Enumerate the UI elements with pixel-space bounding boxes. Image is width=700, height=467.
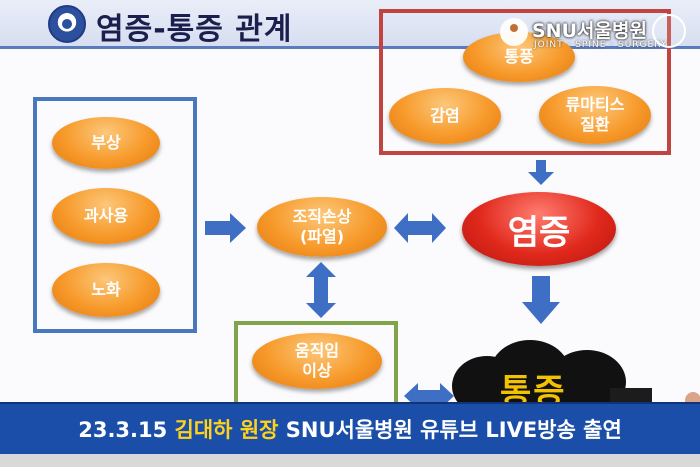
arrow-conditions-to-inflammation xyxy=(528,160,554,185)
arrow-inflammation-to-pain xyxy=(522,276,560,324)
condition-infection-oval: 감염 xyxy=(389,88,501,144)
caption-date: 23.3.15 xyxy=(78,418,175,442)
video-overlay-block xyxy=(610,388,652,404)
university-seal-icon xyxy=(652,14,686,48)
slide-header xyxy=(0,0,700,46)
arrow-tissue-movement xyxy=(306,262,336,318)
header-divider xyxy=(0,46,700,49)
hospital-logo-icon xyxy=(500,18,528,46)
tissue-damage-oval: 조직손상 (파열) xyxy=(257,197,387,257)
conditions-frame xyxy=(379,9,671,155)
bottom-strip xyxy=(0,454,700,467)
caption-text: 23.3.15 김대하 원장 SNU서울병원 유튜브 LIVE방송 출연 xyxy=(0,404,700,456)
caption-doctor: 김대하 원장 xyxy=(174,418,279,442)
cause-overuse-oval: 과사용 xyxy=(52,188,160,244)
hospital-watermark: SNU서울병원 JOINT · SPINE · SURGERY xyxy=(500,14,700,58)
movement-abnormality-oval: 움직임 이상 xyxy=(252,333,382,389)
condition-rheumatic-oval: 류마티스 질환 xyxy=(539,86,651,144)
arrow-causes-to-tissue xyxy=(205,213,246,243)
caption-banner: 23.3.15 김대하 원장 SNU서울병원 유튜브 LIVE방송 출연 xyxy=(0,402,700,454)
causes-frame xyxy=(33,97,197,333)
arrow-tissue-inflammation xyxy=(394,213,446,243)
cause-aging-oval: 노화 xyxy=(52,263,160,317)
cause-injury-oval: 부상 xyxy=(52,117,160,169)
caption-event: SNU서울병원 유튜브 LIVE방송 출연 xyxy=(278,418,622,442)
inflammation-oval: 염증 xyxy=(462,192,616,266)
university-logo-icon xyxy=(48,5,86,43)
hospital-name: SNU서울병원 xyxy=(532,20,647,42)
slide-title: 염증-통증 관계 xyxy=(96,12,293,47)
hospital-subtitle: JOINT · SPINE · SURGERY xyxy=(534,40,668,50)
